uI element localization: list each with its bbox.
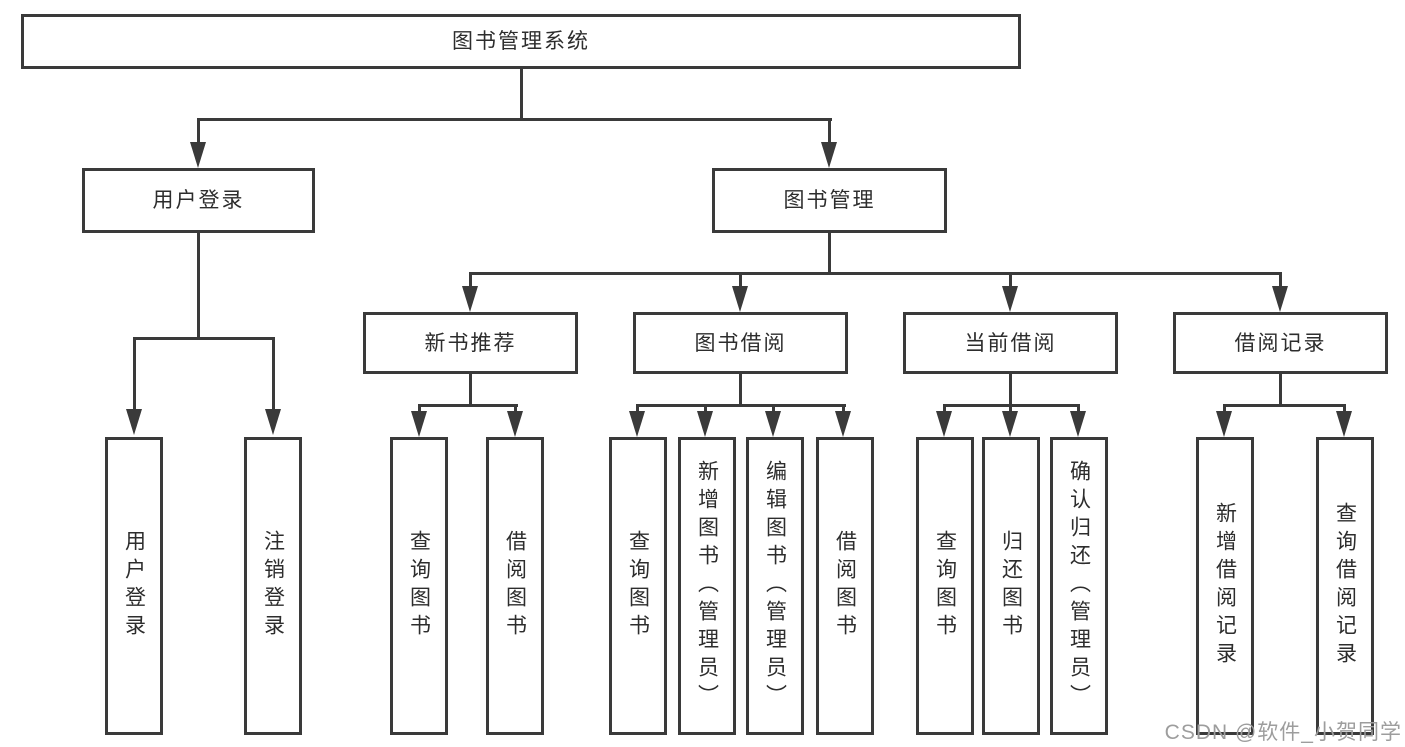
- node-leaf-query-borrow-record: 查询借阅记录: [1316, 437, 1374, 735]
- node-leaf-edit-books-admin: 编辑图书（管理员）: [746, 437, 804, 735]
- connector-line: [133, 337, 275, 340]
- connector-line: [1009, 374, 1012, 404]
- arrow-down-icon: [936, 411, 952, 437]
- node-leaf-query-books-current: 查询图书: [916, 437, 974, 735]
- connector-line: [739, 272, 742, 290]
- node-borrowing-records: 借阅记录: [1173, 312, 1388, 374]
- connector-line: [1009, 272, 1012, 290]
- connector-line: [418, 404, 518, 407]
- connector-line: [943, 404, 946, 415]
- arrow-down-icon: [629, 411, 645, 437]
- connector-line: [514, 404, 517, 415]
- arrow-down-icon: [126, 409, 142, 435]
- node-user-login: 用户登录: [82, 168, 315, 233]
- node-leaf-add-borrow-record: 新增借阅记录: [1196, 437, 1254, 735]
- node-leaf-user-login: 用户登录: [105, 437, 163, 735]
- connector-line: [704, 404, 707, 415]
- node-leaf-confirm-return-admin: 确认归还（管理员）: [1050, 437, 1108, 735]
- node-library-management-system: 图书管理系统: [21, 14, 1021, 69]
- node-leaf-query-books-recommend: 查询图书: [390, 437, 448, 735]
- arrow-down-icon: [732, 286, 748, 312]
- node-book-management: 图书管理: [712, 168, 947, 233]
- node-leaf-logout: 注销登录: [244, 437, 302, 735]
- arrow-down-icon: [1216, 411, 1232, 437]
- csdn-watermark: CSDN @软件_小贺同学: [1164, 721, 1402, 744]
- connector-line: [636, 404, 639, 415]
- connector-line: [1223, 404, 1226, 415]
- connector-line: [469, 272, 1282, 275]
- arrow-down-icon: [835, 411, 851, 437]
- connector-line: [739, 374, 742, 404]
- connector-line: [197, 233, 200, 337]
- connector-line: [418, 404, 421, 415]
- connector-line: [1009, 404, 1012, 415]
- connector-line: [1223, 404, 1346, 407]
- node-leaf-add-books-admin: 新增图书（管理员）: [678, 437, 736, 735]
- connector-line: [772, 404, 775, 415]
- connector-line: [520, 69, 523, 118]
- arrow-down-icon: [1272, 286, 1288, 312]
- connector-line: [828, 233, 831, 272]
- connector-line: [636, 404, 846, 407]
- node-new-book-recommendation: 新书推荐: [363, 312, 578, 374]
- arrow-down-icon: [462, 286, 478, 312]
- arrow-down-icon: [507, 411, 523, 437]
- connector-line: [1077, 404, 1080, 415]
- arrow-down-icon: [1336, 411, 1352, 437]
- connector-line: [1279, 374, 1282, 404]
- arrow-down-icon: [190, 142, 206, 168]
- node-leaf-query-books-borrowing: 查询图书: [609, 437, 667, 735]
- arrow-down-icon: [697, 411, 713, 437]
- connector-line: [828, 118, 831, 146]
- connector-line: [842, 404, 845, 415]
- arrow-down-icon: [1002, 411, 1018, 437]
- connector-line: [133, 337, 136, 413]
- connector-line: [272, 337, 275, 413]
- arrow-down-icon: [411, 411, 427, 437]
- connector-line: [469, 272, 472, 290]
- arrow-down-icon: [821, 142, 837, 168]
- arrow-down-icon: [265, 409, 281, 435]
- connector-line: [197, 118, 200, 146]
- connector-line: [1343, 404, 1346, 415]
- node-current-borrowing: 当前借阅: [903, 312, 1118, 374]
- connector-line: [197, 118, 832, 121]
- arrow-down-icon: [1002, 286, 1018, 312]
- connector-line: [469, 374, 472, 404]
- arrow-down-icon: [1070, 411, 1086, 437]
- node-leaf-borrow-books: 借阅图书: [816, 437, 874, 735]
- node-leaf-return-books: 归还图书: [982, 437, 1040, 735]
- arrow-down-icon: [765, 411, 781, 437]
- node-book-borrowing: 图书借阅: [633, 312, 848, 374]
- node-leaf-borrow-books-recommend: 借阅图书: [486, 437, 544, 735]
- connector-line: [1279, 272, 1282, 290]
